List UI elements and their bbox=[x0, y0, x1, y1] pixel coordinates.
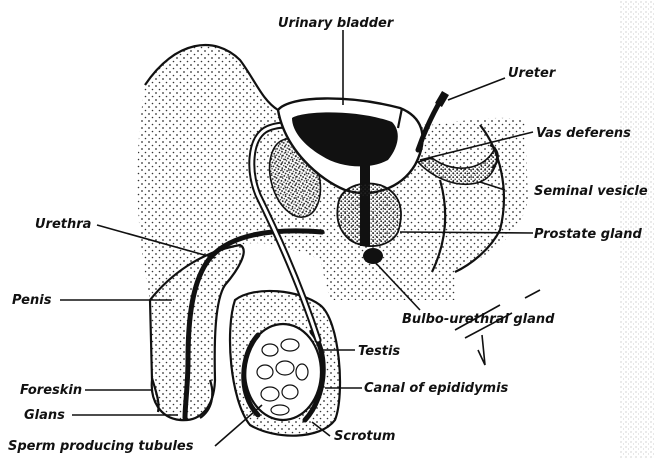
label-glans: Glans bbox=[24, 408, 65, 423]
label-ureter: Ureter bbox=[508, 66, 557, 81]
cut-marks bbox=[455, 290, 540, 365]
prostatic-urethra bbox=[360, 196, 370, 246]
label-urinary-bladder: Urinary bladder bbox=[278, 16, 395, 31]
leader-prostate-gland bbox=[400, 232, 533, 233]
label-scrotum: Scrotum bbox=[334, 429, 395, 444]
label-vas-deferens: Vas deferens bbox=[536, 126, 631, 141]
label-prostate-gland: Prostate gland bbox=[534, 227, 643, 242]
label-urethra: Urethra bbox=[35, 217, 91, 232]
label-canal-of-epididymis: Canal of epididymis bbox=[364, 381, 509, 396]
leader-ureter bbox=[448, 78, 505, 100]
bulbo-urethral-gland-shape bbox=[363, 248, 383, 264]
label-sperm-producing-tubules: Sperm producing tubules bbox=[8, 439, 194, 454]
label-foreskin: Foreskin bbox=[20, 383, 82, 398]
label-testis: Testis bbox=[358, 344, 400, 359]
label-bulbo-urethral-gland: Bulbo-urethral gland bbox=[402, 312, 555, 327]
label-seminal-vesicle: Seminal vesicle bbox=[534, 184, 648, 199]
label-penis: Penis bbox=[12, 293, 52, 308]
